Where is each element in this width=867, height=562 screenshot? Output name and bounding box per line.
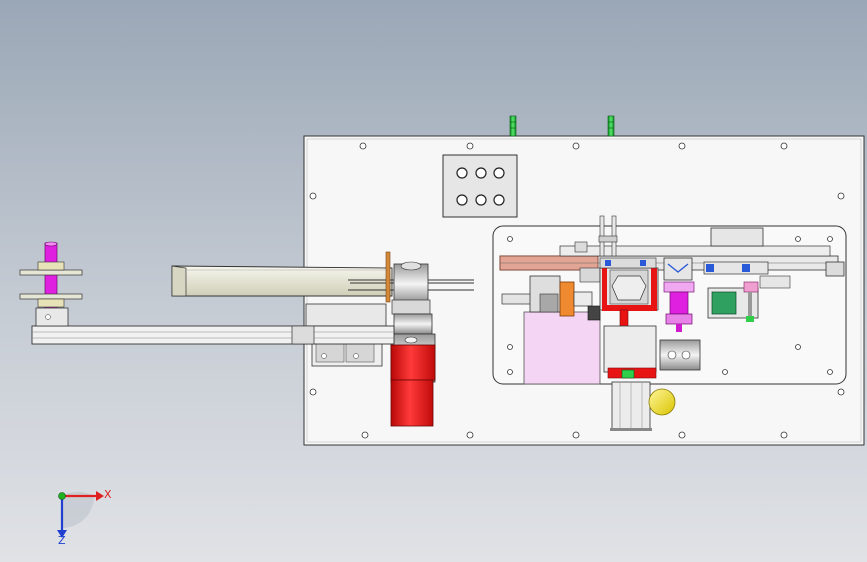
left-feeder-assembly[interactable]	[501, 267, 601, 321]
vertical-guide-pins	[574, 215, 618, 257]
red-frame-block[interactable]	[599, 257, 659, 379]
feed-rail[interactable]	[499, 227, 845, 277]
extrusion-beam[interactable]	[31, 325, 395, 345]
sub-plate-screws	[507, 236, 833, 375]
magenta-gripper[interactable]	[663, 257, 695, 332]
pink-mount-plate[interactable]	[523, 311, 601, 385]
axis-triad-icon	[57, 491, 104, 538]
swing-arm[interactable]	[171, 265, 393, 297]
wire-spool[interactable]	[19, 241, 83, 327]
yellow-indicator-disc[interactable]	[648, 388, 676, 416]
drive-motor[interactable]	[390, 313, 436, 427]
top-green-pins	[509, 115, 615, 137]
x-axis-label: X	[104, 488, 112, 501]
button-panel[interactable]	[442, 154, 518, 218]
right-cylinder-assembly[interactable]	[703, 261, 791, 322]
lower-cylinder[interactable]	[659, 339, 701, 371]
z-axis-label: Z	[58, 534, 66, 547]
support-column	[610, 381, 652, 431]
belt-pulley[interactable]	[385, 251, 431, 315]
plate-screw-holes	[309, 142, 845, 439]
